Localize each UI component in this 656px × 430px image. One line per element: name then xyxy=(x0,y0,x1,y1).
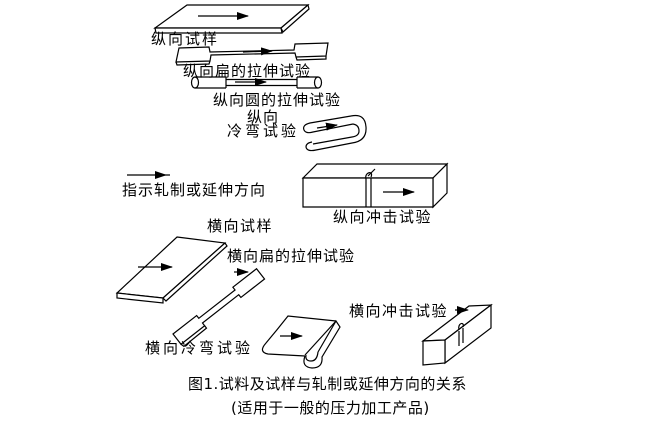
longitudinal-round-tensile-specimen xyxy=(190,76,323,89)
label-transverse-cold-bend: 横向冷弯试验 xyxy=(145,339,254,357)
transverse-impact-specimen xyxy=(421,303,493,366)
label-transverse-specimen: 横向试样 xyxy=(207,217,274,235)
transverse-cold-bend-specimen xyxy=(261,315,341,369)
label-longitudinal-flat-tensile: 纵向扁的拉伸试验 xyxy=(183,62,312,80)
label-longitudinal-cold-bend-line1: 纵向 xyxy=(247,108,280,126)
label-transverse-impact: 横向冲击试验 xyxy=(349,302,449,320)
transverse-specimen-plate xyxy=(115,236,228,304)
direction-arrow xyxy=(242,47,273,56)
label-direction-legend: 指示轧制或延伸方向 xyxy=(122,181,267,199)
label-transverse-flat-tensile: 横向扁的拉伸试验 xyxy=(227,247,356,265)
figure-caption-line1: 图1.试料及试样与轧制或延伸方向的关系 xyxy=(188,375,467,393)
longitudinal-specimen-plate xyxy=(153,3,310,34)
label-longitudinal-impact: 纵向冲击试验 xyxy=(333,208,433,226)
label-longitudinal-specimen: 纵向试样 xyxy=(151,30,220,48)
figure-caption-line2: (适用于一般的压力加工产品) xyxy=(231,399,430,417)
label-longitudinal-round-tensile: 纵向圆的拉伸试验 xyxy=(213,91,342,109)
transverse-flat-tensile-specimen xyxy=(172,267,266,348)
longitudinal-impact-specimen xyxy=(301,162,449,209)
label-longitudinal-cold-bend-line2: 冷弯试验 xyxy=(227,122,300,140)
longitudinal-flat-tensile-specimen xyxy=(175,42,329,66)
direction-arrow xyxy=(316,122,338,131)
longitudinal-cold-bend-specimen xyxy=(303,114,367,152)
rolling-direction-legend-arrow xyxy=(127,171,170,179)
